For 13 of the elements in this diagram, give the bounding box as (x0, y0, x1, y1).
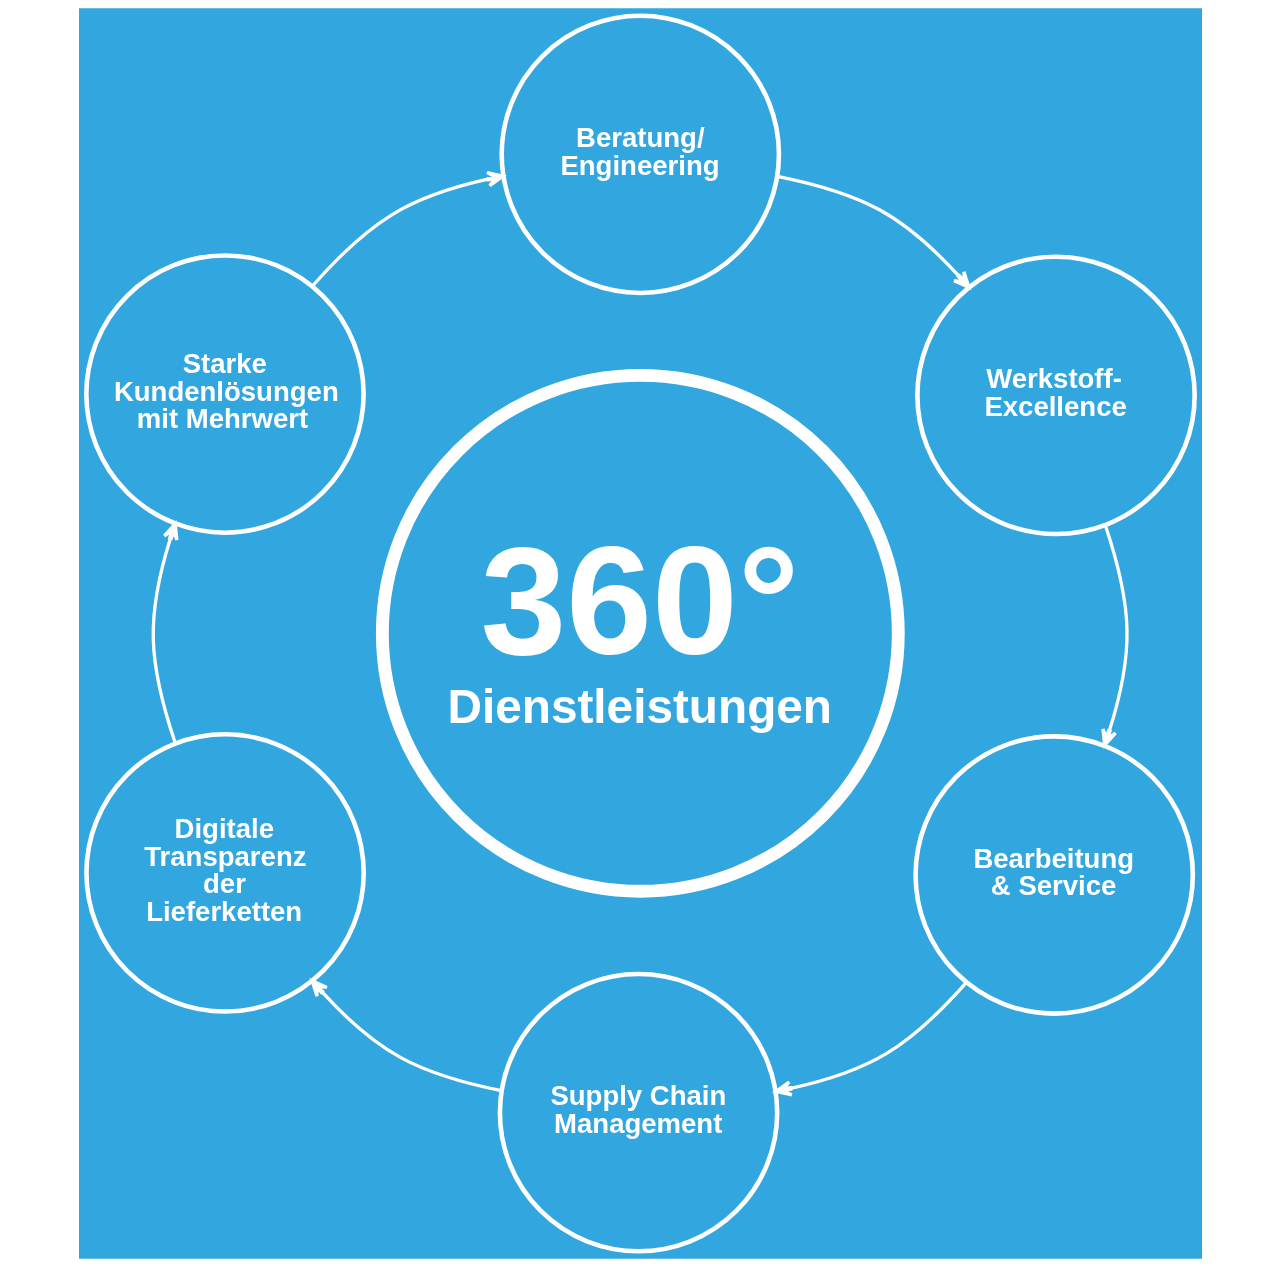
node-circle: Beratung/ Engineering (498, 13, 781, 296)
node-circle: Bearbeitung & Service (912, 734, 1195, 1016)
arrow (151, 522, 179, 744)
arrow (776, 174, 970, 289)
arrow (310, 979, 502, 1093)
node-circle: Supply Chain Management (497, 971, 779, 1254)
node-circle: 360° Dienstleistungen (375, 368, 905, 898)
node-circle: Werkstoff- Excellence (914, 254, 1197, 537)
node-circle: Digitale Transparenz der Lieferketten (83, 732, 366, 1014)
node-circle: Starke Kundenlösungen mit Mehrwert (83, 253, 366, 535)
arrow (1100, 524, 1129, 747)
arrow (310, 171, 504, 288)
arrow (773, 981, 968, 1097)
